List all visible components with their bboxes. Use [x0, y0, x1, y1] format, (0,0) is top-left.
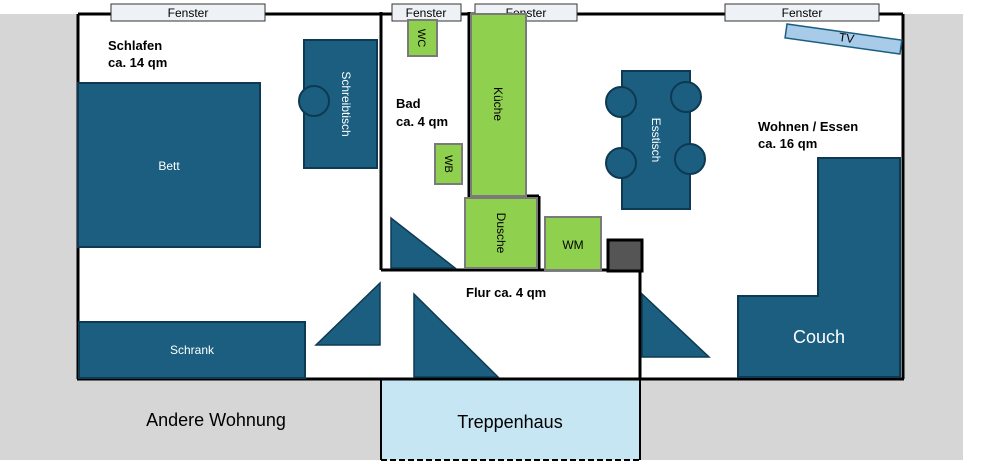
room-bad-area: ca. 4 qm	[396, 114, 448, 129]
washing-machine-label: WM	[562, 238, 583, 252]
door-bathroom	[390, 216, 458, 269]
tv-label: TV	[838, 30, 855, 46]
desk-chair	[298, 85, 330, 117]
other-apartment-label: Andere Wohnung	[146, 410, 286, 430]
wardrobe	[78, 321, 306, 379]
shower	[464, 197, 538, 269]
toilet	[407, 19, 438, 57]
window-4-label: Fenster	[782, 6, 823, 20]
window-4	[724, 3, 880, 22]
dining-chair-3	[605, 147, 637, 179]
couch	[737, 157, 901, 378]
window-2-label: Fenster	[406, 6, 447, 20]
stairwell	[381, 380, 640, 460]
neighbor-bottom-left	[0, 378, 382, 460]
room-schlafen-name: Schlafen	[108, 38, 162, 53]
room-wohnen-name: Wohnen / Essen	[758, 119, 858, 134]
neighbor-bottom-right	[640, 378, 963, 460]
washbasin	[434, 143, 463, 185]
room-wohnen-area: ca. 16 qm	[758, 136, 817, 151]
dark-box	[606, 238, 644, 273]
wardrobe-label: Schrank	[170, 343, 215, 357]
room-flur-label: Flur ca. 4 qm	[466, 285, 546, 300]
couch-label: Couch	[793, 327, 845, 347]
window-1	[110, 3, 266, 22]
room-bad-name: Bad	[396, 96, 421, 111]
washbasin-label: WB	[442, 155, 454, 173]
dining-chair-4	[674, 143, 706, 175]
kitchen-counter	[470, 13, 527, 197]
tv	[784, 23, 903, 55]
window-1-label: Fenster	[168, 6, 209, 20]
toilet-label: WC	[415, 29, 427, 47]
door-entrance	[413, 292, 500, 378]
dining-chair-2	[670, 81, 702, 113]
dining-table-label: Esstisch	[649, 118, 663, 163]
stairwell-label: Treppenhaus	[457, 412, 562, 432]
dining-chair-1	[605, 86, 637, 118]
bed	[77, 82, 261, 248]
shower-label: Dusche	[494, 213, 508, 254]
room-schlafen-area: ca. 14 qm	[108, 55, 167, 70]
door-bedroom	[314, 281, 381, 346]
washing-machine	[544, 216, 602, 271]
desk-label: Schreibtisch	[339, 71, 353, 136]
door-living	[641, 292, 711, 358]
bed-label: Bett	[158, 159, 180, 173]
kitchen-label: Küche	[491, 87, 505, 121]
